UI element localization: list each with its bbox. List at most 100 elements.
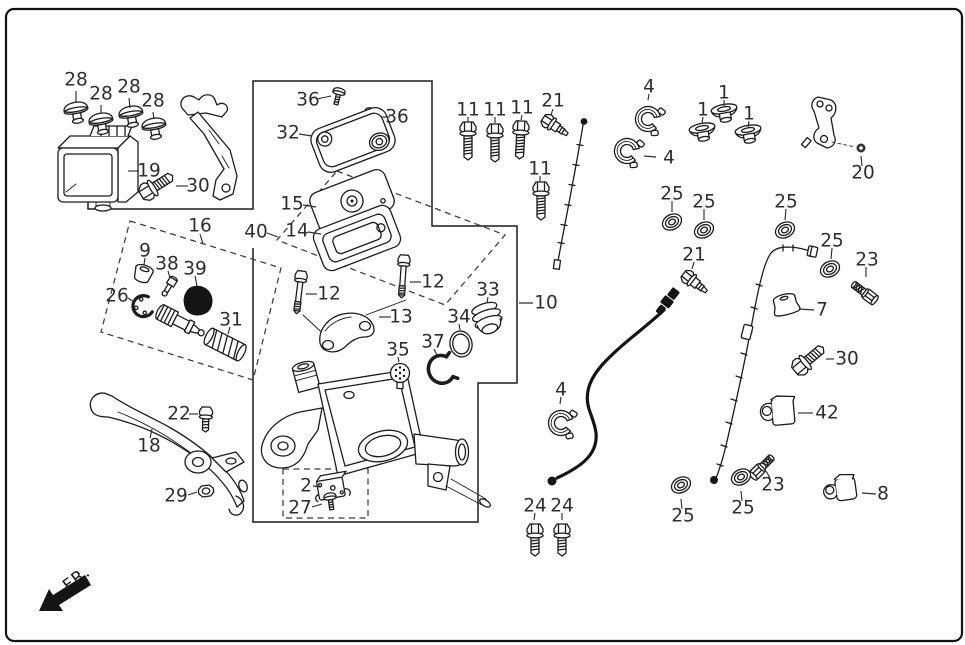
- callout-24: 24: [550, 496, 574, 517]
- clip-8: [823, 473, 858, 502]
- master-cylinder-body: [260, 360, 491, 508]
- callout-8: 8: [877, 484, 889, 505]
- callout-36: 36: [385, 107, 409, 128]
- cable-clip-4: [545, 405, 579, 441]
- callout-13: 13: [389, 307, 413, 328]
- callout-leader-25: [680, 498, 683, 510]
- callout-leader-1: [747, 120, 750, 128]
- washer-25-d: [816, 257, 844, 281]
- callout-leader-24: [533, 512, 536, 521]
- callout-25: 25: [692, 192, 716, 213]
- callout-leader-40: [266, 232, 279, 238]
- bracket-20-group: [800, 96, 866, 153]
- clamp-group: [289, 253, 412, 353]
- callout-27: 27: [288, 498, 312, 519]
- callout-leader-27: [311, 503, 323, 508]
- lever-group: [89, 392, 248, 516]
- callout-leader-33: [486, 296, 489, 304]
- callout-leader-28: [152, 111, 155, 120]
- callout-leader-8: [861, 492, 877, 495]
- callout-1: 1: [697, 100, 709, 121]
- washer-25-a: [658, 210, 686, 234]
- clip-4-lower: [609, 132, 647, 171]
- callout-leader-9: [143, 257, 146, 266]
- callout-leader-21: [691, 261, 695, 270]
- group-frames: [87, 80, 533, 523]
- callout-28: 28: [64, 70, 88, 91]
- callout-37: 37: [421, 332, 445, 353]
- callout-leader-2: [312, 485, 322, 488]
- callout-36: 36: [296, 90, 320, 111]
- o-ring-34: [449, 330, 473, 358]
- piston-kit-group: [129, 263, 247, 362]
- callout-leader-16: [199, 233, 204, 245]
- callout-leader-4: [643, 155, 657, 158]
- switch-screw-27: [322, 491, 339, 512]
- callout-39: 39: [183, 259, 207, 280]
- callout-leader-39: [194, 275, 198, 287]
- grommet-1-b: [709, 101, 740, 125]
- oil-bolt-21-upper: [538, 111, 572, 141]
- callout-35: 35: [386, 340, 410, 361]
- grommet-1-a: [687, 120, 718, 144]
- callout-leader-36: [316, 95, 332, 100]
- filter-screen-35: [389, 362, 411, 390]
- brake-hose-lower: [710, 244, 819, 484]
- reservoir-cap: [310, 107, 396, 173]
- callout-leader-21: [550, 108, 554, 116]
- callout-4: 4: [643, 77, 655, 98]
- boot-39: [183, 285, 213, 316]
- lever-pivot-bolt-22: [198, 406, 214, 433]
- callout-18: 18: [137, 436, 161, 457]
- callout-31: 31: [219, 310, 243, 331]
- callout-28: 28: [117, 77, 141, 98]
- callout-11: 11: [510, 98, 534, 119]
- callout-25: 25: [660, 184, 684, 205]
- callout-34: 34: [447, 307, 471, 328]
- callout-26: 26: [105, 286, 129, 307]
- pivot-nut-29: [197, 483, 215, 499]
- callout-4: 4: [555, 380, 567, 401]
- switch-kit-box: [282, 468, 369, 519]
- callout-leader-23: [765, 470, 771, 479]
- grommet-7: [769, 290, 802, 319]
- piston-kit-box: [100, 220, 282, 381]
- callout-leader-11: [520, 114, 523, 121]
- washer-25-b: [690, 218, 718, 242]
- callout-32: 32: [276, 123, 300, 144]
- callout-leader-26: [127, 297, 135, 303]
- callout-23: 23: [761, 475, 785, 496]
- callout-12: 12: [317, 284, 341, 305]
- callout-leader-38: [167, 270, 171, 279]
- callout-16: 16: [188, 216, 212, 237]
- diaphragm-plate: [309, 169, 395, 233]
- callout-28: 28: [89, 84, 113, 105]
- callout-4: 4: [663, 148, 675, 169]
- clip-4-upper: [630, 100, 668, 139]
- callout-29: 29: [164, 486, 188, 507]
- callout-25: 25: [820, 231, 844, 252]
- callout-21: 21: [541, 91, 565, 112]
- washer-25-c: [771, 218, 799, 242]
- abs-bracket: [180, 94, 238, 201]
- brake-lever: [89, 392, 248, 516]
- callout-25: 25: [774, 192, 798, 213]
- callout-20: 20: [851, 163, 875, 184]
- reservoir-cap-group: [309, 86, 402, 272]
- callout-25: 25: [671, 506, 695, 527]
- washer-25-e: [727, 465, 755, 489]
- callout-24: 24: [523, 496, 547, 517]
- callout-42: 42: [815, 403, 839, 424]
- bolt-30-right: [788, 339, 830, 379]
- callout-12: 12: [421, 272, 445, 293]
- spring-31: [203, 327, 247, 362]
- callout-10: 10: [534, 293, 558, 314]
- callout-23: 23: [855, 250, 879, 271]
- callout-11: 11: [456, 100, 480, 121]
- page-border: [4, 7, 964, 643]
- clamp-42: [759, 395, 796, 426]
- callout-leader-7: [798, 308, 815, 311]
- diaphragm: [312, 204, 402, 272]
